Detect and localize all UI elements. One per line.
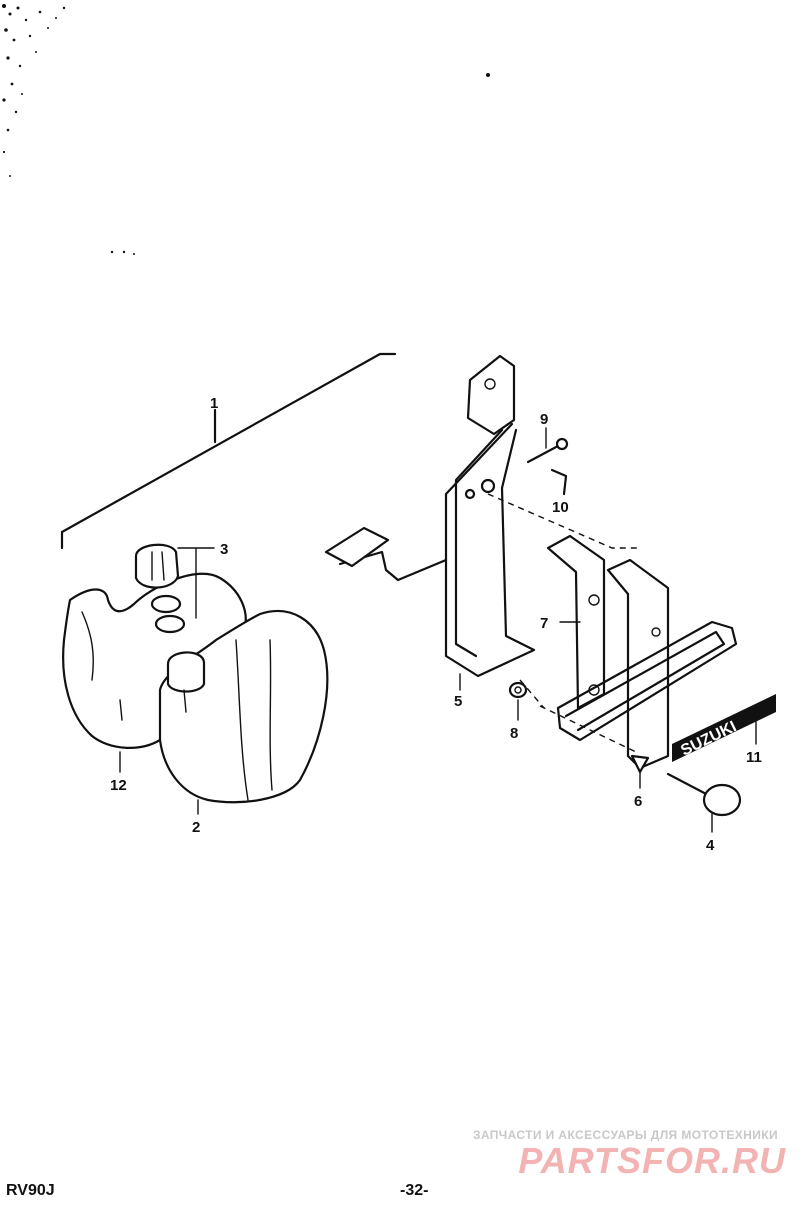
bracket-5-plate [466, 354, 516, 436]
callout-1: 1 [210, 395, 218, 412]
alignment-line-a [487, 493, 640, 549]
washer-3a [150, 594, 182, 614]
scan-noise [2, 4, 490, 255]
bolt-5b [464, 488, 476, 500]
plate-6-hole [651, 627, 661, 637]
bracket-5-frame-inner [454, 428, 504, 658]
callout-5: 5 [454, 693, 462, 710]
cap-3-detail [151, 551, 165, 581]
alignment-line-b [539, 705, 637, 753]
bolt-9-head [555, 437, 569, 451]
callout-4: 4 [706, 837, 715, 854]
callout-7: 7 [540, 615, 548, 632]
callout-2: 2 [192, 819, 200, 836]
guard-tube [556, 620, 738, 742]
watermark-tagline: ЗАПЧАСТИ И АКСЕССУАРЫ ДЛЯ МОТОТЕХНИКИ [472, 1128, 778, 1142]
callout-11: 11 [746, 749, 762, 766]
washer-8-hole [514, 686, 522, 694]
page-number: -32- [400, 1182, 429, 1199]
bolt-9 [526, 444, 560, 464]
callout-3-leader [177, 547, 215, 619]
bracket-5-hole [484, 378, 496, 390]
plate-6-tip [630, 754, 650, 774]
bracket-5-mount [324, 526, 390, 568]
tank-2-neck [166, 651, 206, 693]
bracket-5-arm [338, 550, 448, 582]
plate-7-hole-a [588, 594, 600, 606]
callout-12: 12 [110, 777, 127, 794]
guard-tube-inner [564, 630, 726, 732]
callout-8: 8 [510, 725, 518, 742]
model-code: RV90J [6, 1182, 55, 1199]
callout-1-bracket [60, 352, 397, 550]
bolt-5 [480, 478, 496, 494]
knob-4 [702, 783, 742, 817]
tank-12-detail [81, 611, 123, 721]
callout-9: 9 [540, 411, 548, 428]
pin-10 [550, 468, 568, 496]
emblem-11-text: SUZUKI [678, 718, 739, 759]
callout-10: 10 [552, 499, 569, 516]
callout-6: 6 [634, 793, 642, 810]
cap-3 [134, 543, 180, 589]
screw-4 [666, 772, 712, 798]
washer-8 [508, 681, 528, 699]
washer-3b [154, 614, 186, 634]
tank-2-detail [183, 639, 273, 801]
watermark-logo: PARTSFOR.RU [518, 1140, 786, 1181]
callout-3: 3 [220, 541, 228, 558]
bracket-5-frame [444, 422, 536, 678]
